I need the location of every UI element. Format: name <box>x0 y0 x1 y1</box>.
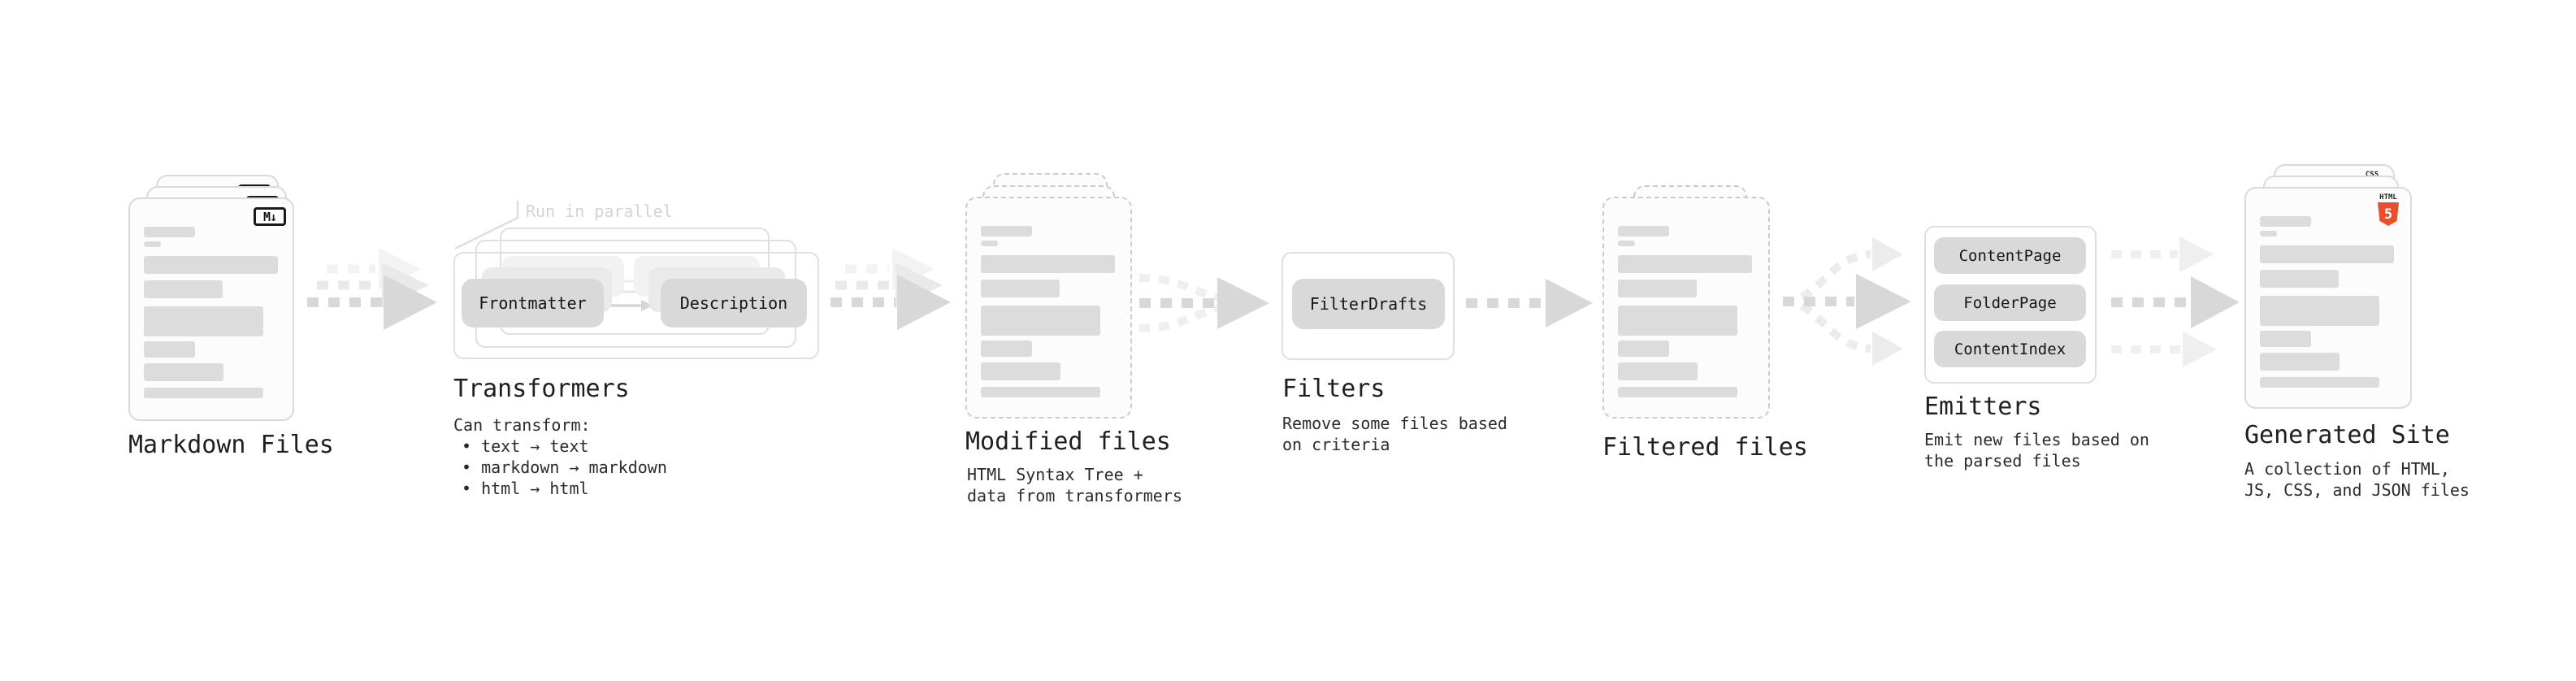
contentindex-pill: ContentIndex <box>1934 331 2086 367</box>
skeleton-bar <box>1618 387 1737 397</box>
transform-bullet: • html → html <box>462 479 589 498</box>
skeleton-bar <box>1618 280 1697 297</box>
skeleton-bar <box>981 226 1032 236</box>
skeleton-bar <box>2260 216 2311 227</box>
transformer-layer-box-front <box>453 252 819 359</box>
skeleton-bar <box>144 341 195 358</box>
skeleton-bar <box>981 387 1100 397</box>
markdown-files-label: Markdown Files <box>128 431 334 459</box>
generated-html-file-card: HTML 5 <box>2244 187 2412 409</box>
skeleton-bar <box>981 306 1100 336</box>
markdown-file-card-front: M↓ <box>128 197 294 421</box>
skeleton-bar <box>144 241 161 247</box>
arrow-modified-to-filters-merge <box>1138 274 1269 332</box>
skeleton-bar <box>1618 241 1635 246</box>
description-pill: Description <box>661 279 807 327</box>
skeleton-bar <box>1618 255 1752 273</box>
stage-transformers: Run in parallel Frontmatter Description … <box>453 195 843 520</box>
skeleton-bar <box>2260 296 2379 326</box>
skeleton-bar <box>1618 362 1698 380</box>
run-in-parallel-note: Run in parallel <box>526 202 673 221</box>
frontmatter-pill: Frontmatter <box>462 279 604 327</box>
skeleton-bar <box>1618 226 1669 236</box>
html5-icon: HTML 5 <box>2376 193 2400 226</box>
stage-markdown-files: M↓ M↓ M↓ Markdown Files <box>128 164 340 473</box>
skeleton-bar <box>2260 377 2379 388</box>
stage-generated-site: CSS HTML 5 Generated Site A collection o… <box>2244 164 2480 505</box>
stage-emitters: ContentPage FolderPage ContentIndex Emit… <box>1924 226 2168 478</box>
skeleton-bar <box>981 255 1115 273</box>
run-in-parallel-callout-line <box>454 201 519 250</box>
skeleton-bar <box>2260 231 2277 236</box>
skeleton-bar <box>981 340 1032 357</box>
skeleton-bar <box>981 241 998 246</box>
filters-label: Filters <box>1282 375 1386 403</box>
stage-filters: FilterDrafts Filters Remove some files b… <box>1281 252 1525 463</box>
folderpage-pill: FolderPage <box>1934 284 2086 321</box>
skeleton-bar <box>1618 340 1669 357</box>
skeleton-bar <box>144 363 223 381</box>
modified-files-label: Modified files <box>965 427 1171 456</box>
skeleton-bar <box>144 256 278 274</box>
modified-files-description: HTML Syntax Tree + data from transformer… <box>967 465 1182 505</box>
skeleton-bar <box>2260 270 2339 288</box>
arrow-filters-to-filtered <box>1466 279 1593 327</box>
filtered-file-card-front <box>1602 197 1770 419</box>
skeleton-bar <box>144 227 195 237</box>
filterdrafts-pill: FilterDrafts <box>1292 279 1445 329</box>
stage-filtered-files: Filtered files <box>1602 185 1814 478</box>
arrow-markdown-to-transformers <box>307 248 437 330</box>
arrow-filtered-to-emitters-split <box>1782 237 1911 366</box>
transform-bullet: • markdown → markdown <box>462 458 667 477</box>
transform-bullet: • text → text <box>462 436 589 456</box>
emitters-description: Emit new files based on the parsed files <box>1924 430 2149 471</box>
stage-modified-files: Modified files HTML Syntax Tree + data f… <box>965 173 1182 514</box>
skeleton-bar <box>144 388 263 398</box>
can-transform-heading: Can transform: <box>453 415 591 435</box>
emitters-label: Emitters <box>1924 393 2042 421</box>
arrow-transformers-to-modified <box>830 248 951 330</box>
modified-file-card-front <box>965 197 1132 419</box>
markdown-icon: M↓ <box>254 207 286 226</box>
skeleton-bar <box>2260 331 2311 347</box>
generated-site-description: A collection of HTML, JS, CSS, and JSON … <box>2244 459 2470 500</box>
skeleton-bar <box>144 306 263 336</box>
skeleton-bar <box>981 362 1060 380</box>
skeleton-bar <box>981 280 1060 297</box>
filters-description: Remove some files based on criteria <box>1282 414 1507 454</box>
skeleton-bar <box>2260 245 2394 263</box>
skeleton-bar <box>144 280 223 298</box>
filtered-files-label: Filtered files <box>1602 433 1808 462</box>
generated-site-label: Generated Site <box>2244 421 2450 449</box>
transformers-description: Can transform: • text → text • markdown … <box>453 414 667 499</box>
arrow-emitters-to-generated <box>2111 236 2240 367</box>
skeleton-bar <box>1618 306 1737 336</box>
skeleton-bar <box>2260 353 2340 371</box>
contentpage-pill: ContentPage <box>1934 237 2086 274</box>
transformers-label: Transformers <box>453 375 630 403</box>
